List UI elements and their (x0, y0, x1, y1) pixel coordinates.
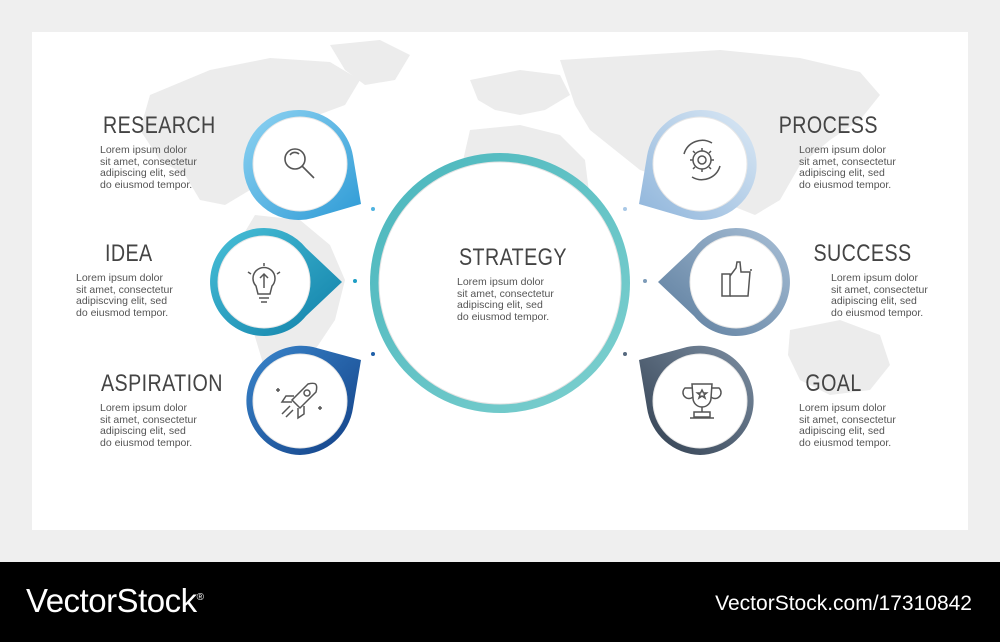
idea-title: IDEA (105, 240, 153, 267)
thumbs-up-icon (721, 261, 752, 297)
success-title: SUCCESS (813, 240, 912, 267)
research-node (243, 109, 361, 220)
watermark-url: VectorStock.com/17310842 (715, 592, 972, 615)
idea-node (210, 227, 342, 336)
success-node (658, 227, 790, 336)
aspiration-title: ASPIRATION (101, 370, 223, 397)
center-title: STRATEGY (459, 244, 567, 271)
watermark-bar: VectorStock® VectorStock.com/17310842 (0, 562, 1000, 642)
aspiration-node (246, 345, 361, 455)
connector-dot (623, 207, 627, 211)
connector-dot (371, 207, 375, 211)
trophy-icon (682, 383, 722, 419)
goal-node (639, 345, 754, 455)
magnifier-icon (284, 148, 315, 179)
center-circle (370, 153, 630, 413)
goal-title: GOAL (805, 370, 862, 397)
connector-dot (353, 279, 357, 283)
process-node (639, 109, 757, 220)
lightbulb-icon (247, 263, 281, 303)
rocket-icon (276, 382, 322, 420)
connector-dot (643, 279, 647, 283)
gear-icon (683, 139, 721, 181)
connector-dot (623, 352, 627, 356)
watermark-brand: VectorStock® (26, 582, 204, 619)
research-title: RESEARCH (103, 112, 216, 139)
process-title: PROCESS (778, 112, 878, 139)
connector-dot (371, 352, 375, 356)
